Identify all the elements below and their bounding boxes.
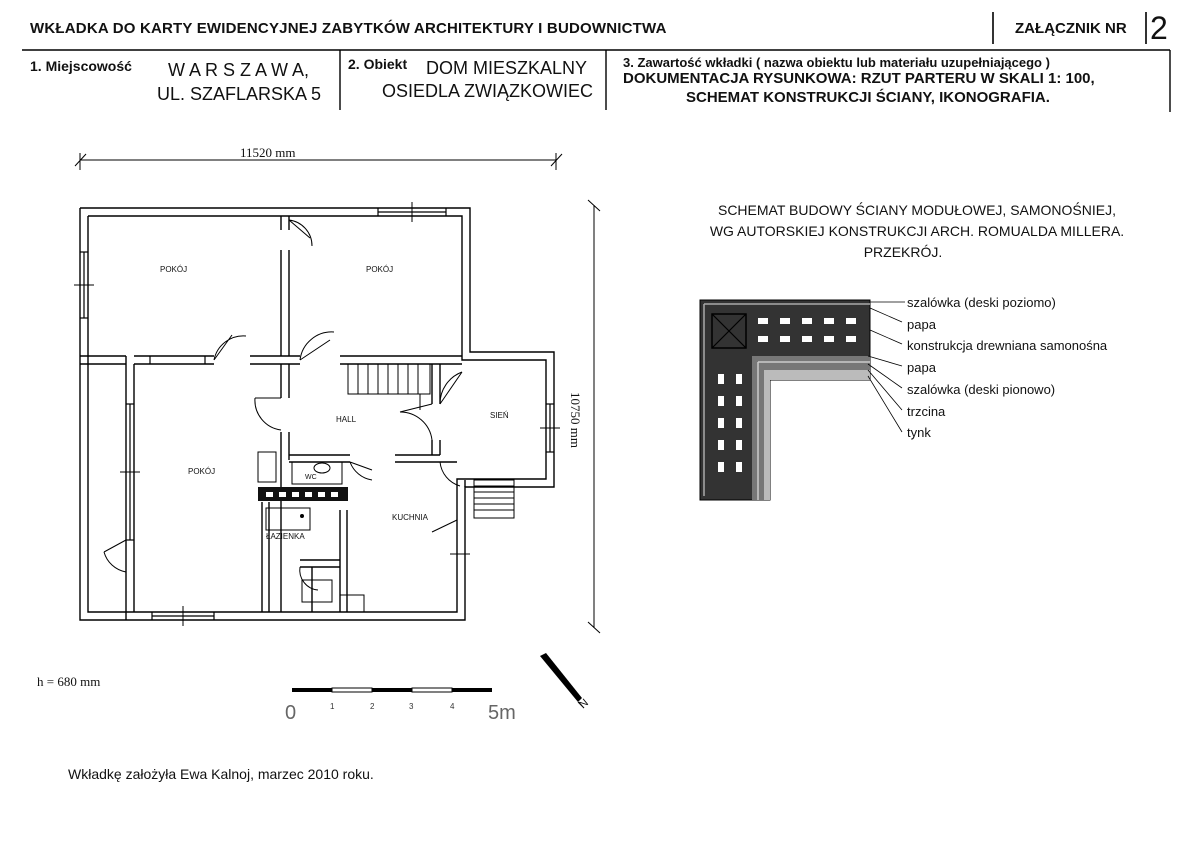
layer-2: papa [907, 317, 936, 332]
west-wall-offset [80, 355, 135, 620]
width-dimension-label: 11520 mm [240, 145, 296, 160]
height-dimension [587, 199, 601, 634]
room-hall: HALL [336, 415, 357, 424]
height-note: h = 680 mm [37, 674, 101, 689]
scale-start: 0 [285, 702, 297, 724]
wall-schema-caption-3: PRZEKRÓJ. [863, 244, 943, 260]
fixtures [257, 451, 365, 613]
object-label: 2. Obiekt [348, 56, 408, 72]
header-rules [22, 12, 1171, 112]
content-line-1: DOKUMENTACJA RYSUNKOWA: RZUT PARTERU W S… [623, 70, 1095, 87]
locality-city: W A R S Z A W A, [168, 60, 310, 80]
scale-tick-2: 2 [370, 702, 375, 711]
content-line-2: SCHEMAT KONSTRUKCJI ŚCIANY, IKONOGRAFIA. [686, 89, 1050, 106]
content-label: 3. Zawartość wkładki ( nazwa obiektu lub… [623, 55, 1050, 70]
layer-5: szalówka (deski pionowo) [907, 382, 1056, 397]
scale-tick-4: 4 [450, 702, 455, 711]
attachment-label: ZAŁĄCZNIK NR [1015, 20, 1127, 37]
room-pokoj-w: POKÓJ [188, 467, 216, 476]
scale-end: 5m [488, 702, 516, 724]
windows [80, 208, 554, 620]
hall-stairs [347, 363, 431, 410]
scale-tick-1: 1 [330, 702, 335, 711]
width-dimension [74, 153, 563, 170]
document-title: WKŁADKA DO KARTY EWIDENCYJNEJ ZABYTKÓW A… [30, 20, 667, 37]
room-lazienka: ŁAZIENKA [266, 532, 305, 541]
room-kuchnia: KUCHNIA [392, 513, 429, 522]
attachment-number: 2 [1150, 10, 1168, 46]
layer-3: konstrukcja drewniana samonośna [907, 338, 1108, 353]
scale-bar [292, 687, 492, 693]
object-estate: OSIEDLA ZWIĄZKOWIEC [382, 81, 594, 101]
outer-walls [79, 207, 555, 621]
floor-plan [74, 153, 601, 634]
locality-label: 1. Miejscowość [30, 58, 132, 74]
height-dimension-label: 10750 mm [568, 392, 583, 448]
footer-author-note: Wkładkę założyła Ewa Kalnoj, marzec 2010… [68, 766, 374, 782]
object-name: DOM MIESZKALNY [426, 58, 588, 78]
scale-tick-3: 3 [409, 702, 414, 711]
layer-7: tynk [907, 425, 931, 440]
doors [103, 219, 463, 591]
layer-1: szalówka (deski poziomo) [907, 295, 1056, 310]
wall-schema-caption-2: WG AUTORSKIEJ KONSTRUKCJI ARCH. ROMUALDA… [709, 223, 1125, 239]
chimney-block [258, 487, 348, 501]
room-pokoj-ne: POKÓJ [366, 265, 394, 274]
room-pokoj-nw: POKÓJ [160, 265, 188, 274]
north-arrow-icon [540, 653, 585, 709]
interior-walls [134, 216, 466, 612]
entrance-stairs [473, 479, 515, 519]
room-wc: WC [305, 474, 317, 481]
room-sien: SIEŃ [490, 411, 509, 420]
wall-schema-caption-1: SCHEMAT BUDOWY ŚCIANY MODUŁOWEJ, SAMONOŚ… [717, 202, 1116, 218]
layer-6: trzcina [907, 404, 946, 419]
layer-4: papa [907, 360, 936, 375]
locality-street: UL. SZAFLARSKA 5 [157, 84, 322, 104]
wall-section-diagram [699, 299, 905, 501]
